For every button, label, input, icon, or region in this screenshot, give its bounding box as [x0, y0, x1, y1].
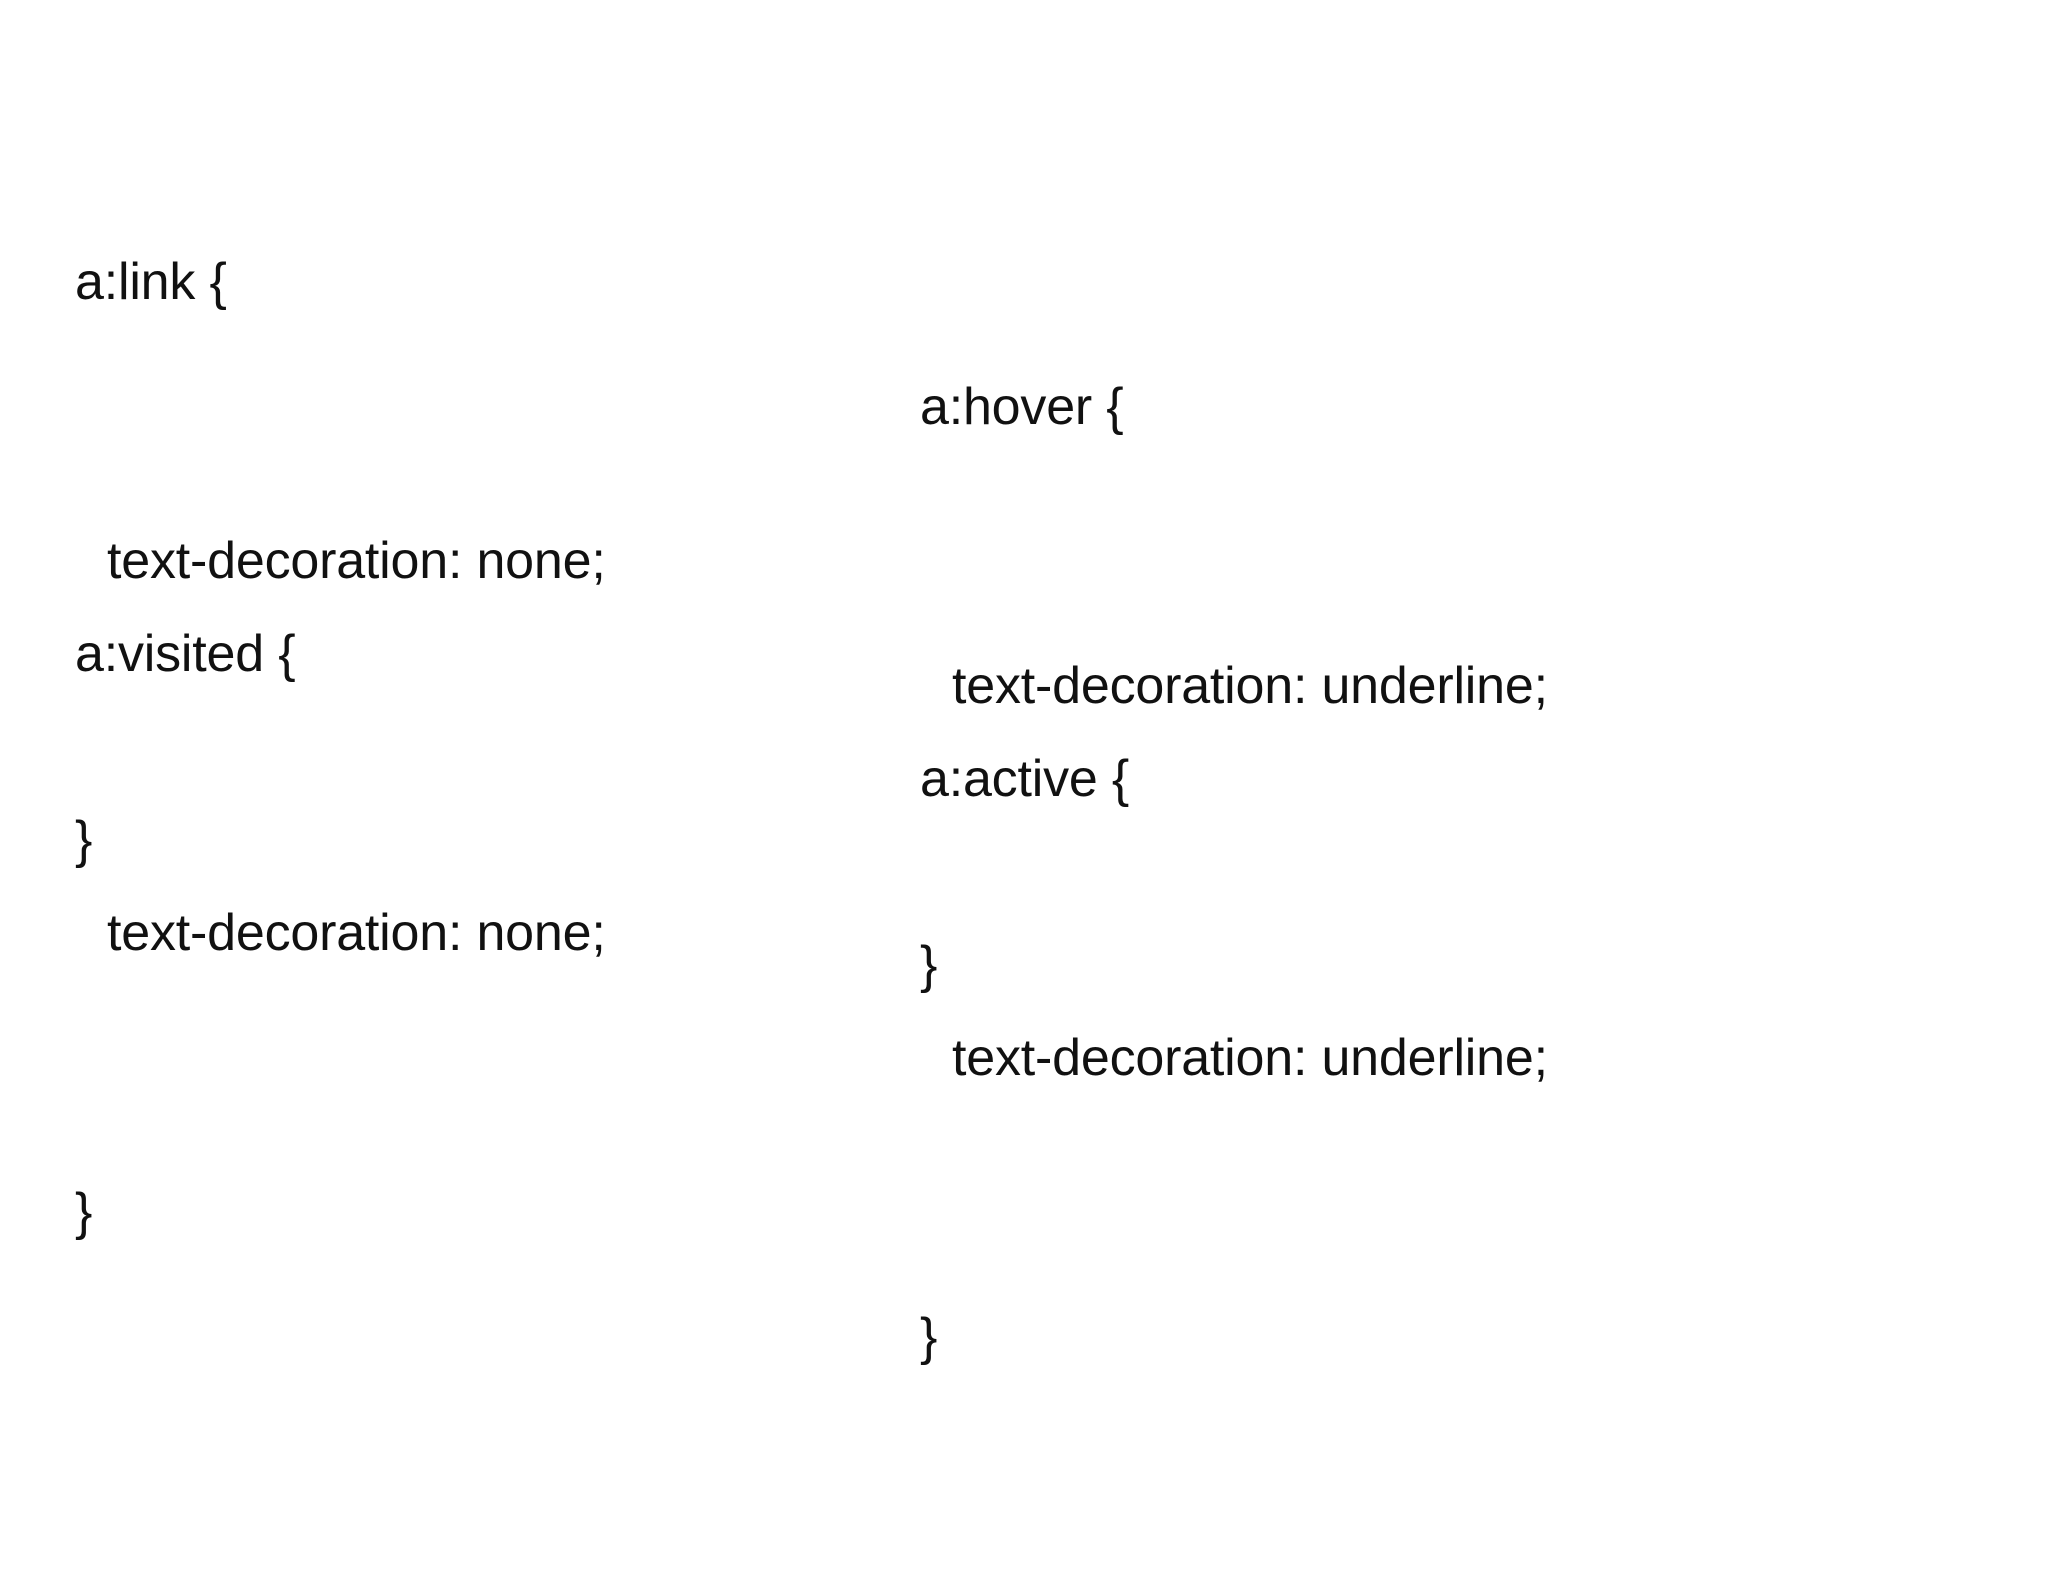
css-line-closing-brace-link: } [75, 811, 93, 869]
css-rule-block-link: a:link { text-decoration: none; } [75, 50, 606, 1073]
slide-canvas: a:link { text-decoration: none; } a:visi… [75, 50, 1549, 1366]
css-line-closing-brace-visited: } [75, 1183, 93, 1241]
css-rule-block-visited: a:visited { text-decoration: none; } [75, 422, 606, 1445]
css-line-closing-brace-hover: } [920, 936, 938, 994]
css-line-selector-hover: a:hover { [920, 378, 1124, 436]
css-line-declaration-hover: text-decoration: underline; [952, 657, 1548, 715]
css-line-declaration-visited: text-decoration: none; [107, 904, 606, 962]
css-line-selector-active: a:active { [920, 750, 1130, 808]
css-line-declaration-active: text-decoration: underline; [952, 1029, 1548, 1087]
css-line-selector-visited: a:visited { [75, 625, 296, 683]
css-rule-block-active: a:active { text-decoration: underline; } [920, 547, 1548, 1570]
css-rule-block-hover: a:hover { text-decoration: underline; } [920, 175, 1548, 1198]
css-line-selector-link: a:link { [75, 253, 227, 311]
css-line-closing-brace-active: } [920, 1308, 938, 1366]
css-line-declaration-link: text-decoration: none; [107, 532, 606, 590]
